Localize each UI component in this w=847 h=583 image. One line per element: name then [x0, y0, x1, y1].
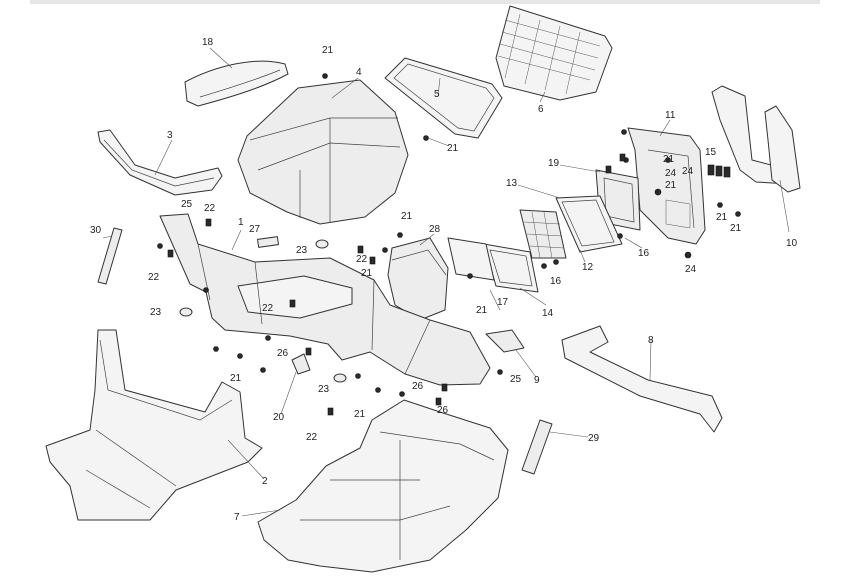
part-29-trim [521, 419, 553, 475]
callout-15: 15 [705, 147, 717, 158]
part-28-small-box [387, 237, 449, 321]
callout-22: 22 [204, 203, 216, 214]
callout-25: 25 [510, 374, 522, 385]
callout-21: 21 [401, 211, 413, 222]
callout-21: 21 [322, 45, 334, 56]
callout-22: 22 [148, 272, 160, 283]
callout-14: 14 [542, 308, 554, 319]
callout-21: 21 [447, 143, 459, 154]
part-9-cover [485, 329, 525, 353]
callout-12: 12 [582, 262, 594, 273]
part-8-long-rail [561, 325, 723, 433]
callout-23: 23 [318, 384, 330, 395]
callout-24: 24 [682, 166, 694, 177]
callout-22: 22 [356, 254, 368, 265]
callout-16: 16 [550, 276, 562, 287]
leader-lines [102, 47, 790, 517]
hardware-fasteners [157, 73, 741, 416]
callout-13: 13 [506, 178, 518, 189]
part-13-frame [555, 195, 623, 253]
part-12-grille [519, 209, 567, 259]
callout-21: 21 [230, 373, 242, 384]
callout-26: 26 [277, 348, 289, 359]
callout-21: 21 [665, 180, 677, 191]
callout-4: 4 [356, 67, 362, 78]
callout-2: 2 [262, 476, 268, 487]
part-20-actuator [291, 353, 311, 375]
callout-5: 5 [434, 89, 440, 100]
callout-7: 7 [234, 512, 240, 523]
part-5-gasket [384, 57, 503, 139]
callout-21: 21 [354, 409, 366, 420]
callout-17: 17 [497, 297, 509, 308]
callout-24: 24 [685, 264, 697, 275]
callout-23: 23 [150, 307, 162, 318]
callout-labels: 18 21 4 5 6 3 21 11 19 21 24 15 21 24 13… [90, 37, 798, 523]
callout-24: 24 [665, 168, 677, 179]
callout-11: 11 [665, 110, 676, 121]
part-15-clips [707, 164, 731, 178]
callout-26: 26 [412, 381, 424, 392]
callout-27: 27 [249, 224, 261, 235]
callout-21: 21 [716, 212, 728, 223]
top-border [30, 0, 820, 4]
callout-26: 26 [437, 405, 449, 416]
part-2-floor-pan [45, 329, 263, 521]
callout-21: 21 [476, 305, 488, 316]
callout-22: 22 [262, 303, 274, 314]
part-10-side-rail [711, 85, 801, 193]
part-3-bracket [97, 129, 223, 196]
callout-30: 30 [90, 225, 102, 236]
callout-3: 3 [167, 130, 173, 141]
callout-6: 6 [538, 104, 544, 115]
callout-21: 21 [730, 223, 742, 234]
callout-23: 23 [296, 245, 308, 256]
callout-25: 25 [181, 199, 193, 210]
callout-28: 28 [429, 224, 441, 235]
part-6-grille-cover [495, 5, 613, 101]
callout-21: 21 [663, 154, 675, 165]
part-7-rear-floor [257, 399, 509, 573]
part-1-main-frame [159, 213, 491, 386]
callout-20: 20 [273, 412, 285, 423]
callout-22: 22 [306, 432, 318, 443]
callout-16: 16 [638, 248, 650, 259]
part-11-side-panel [627, 127, 706, 245]
callout-10: 10 [786, 238, 798, 249]
part-30-strap [97, 227, 123, 285]
callout-21: 21 [361, 268, 373, 279]
part-17-plate [447, 237, 495, 281]
callout-18: 18 [202, 37, 214, 48]
callout-9: 9 [534, 375, 540, 386]
callout-1: 1 [238, 217, 244, 228]
part-27-pad [257, 236, 279, 248]
callout-8: 8 [648, 335, 654, 346]
part-4-storage-box [237, 79, 409, 225]
part-18-seat-cushion [184, 60, 289, 107]
callout-19: 19 [548, 158, 560, 169]
callout-29: 29 [588, 433, 600, 444]
